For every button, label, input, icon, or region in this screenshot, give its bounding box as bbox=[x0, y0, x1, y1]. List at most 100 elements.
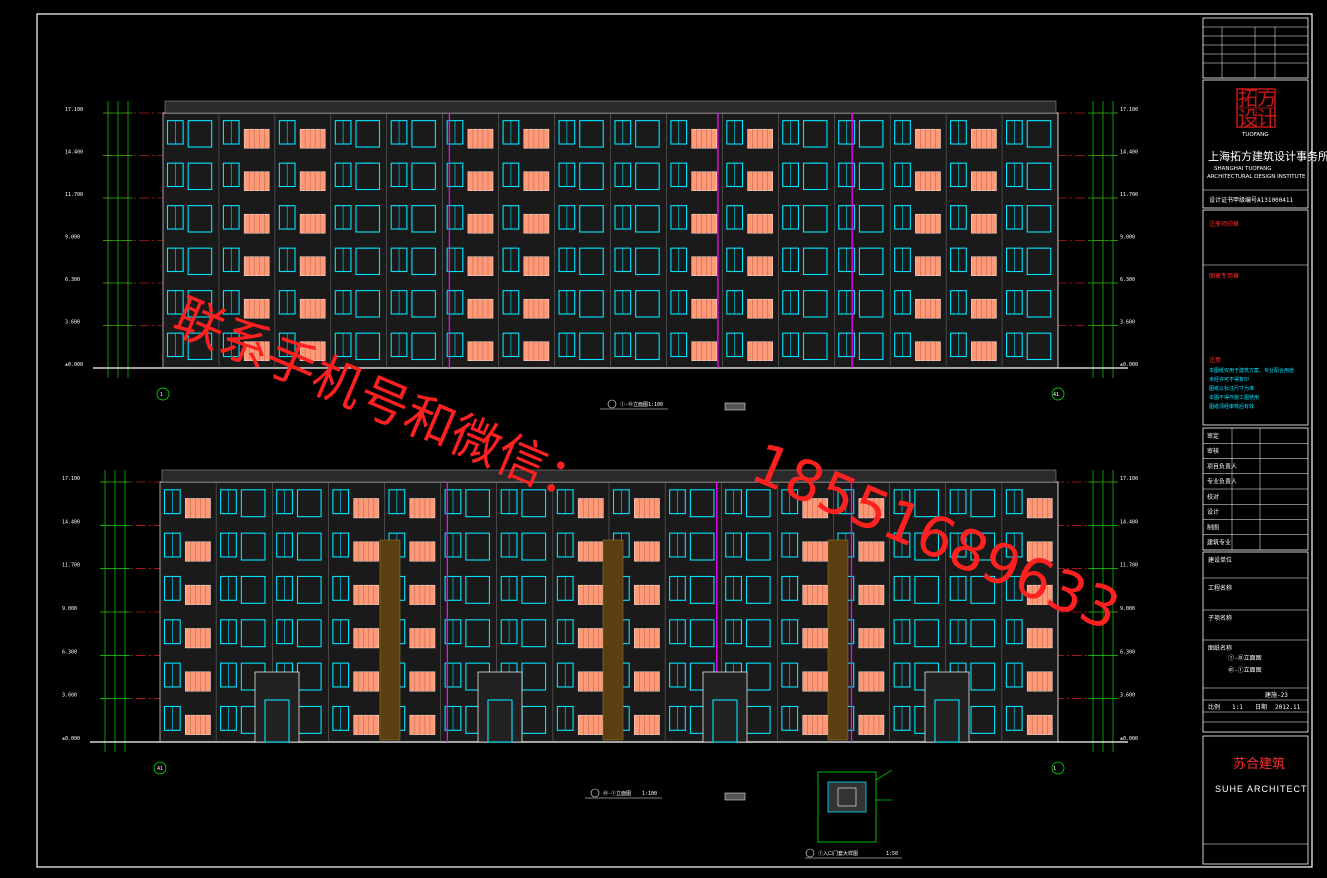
balcony-panel bbox=[1026, 628, 1053, 649]
balcony-panel bbox=[409, 498, 436, 519]
axis-label: 41 bbox=[1053, 392, 1059, 398]
window bbox=[858, 332, 884, 361]
title-block: 拓 方 设 计 TUOFANG 上海拓方建筑设计事务所 SHANGHAI TUO… bbox=[1202, 17, 1327, 865]
drawing-title-2: ㊶-①立面图 bbox=[1228, 666, 1262, 674]
note-5: 图纸须经审核后有效 bbox=[1209, 403, 1254, 410]
window bbox=[914, 489, 940, 518]
level-label: 6.300 bbox=[62, 649, 77, 655]
window bbox=[802, 162, 828, 191]
balcony-panel bbox=[691, 298, 717, 319]
window bbox=[296, 489, 322, 518]
balcony-panel bbox=[747, 298, 773, 319]
balcony-panel bbox=[971, 171, 997, 191]
window bbox=[635, 162, 660, 191]
balcony-panel bbox=[971, 341, 997, 361]
window bbox=[689, 489, 715, 518]
legend-swatch-top bbox=[724, 402, 746, 411]
window bbox=[579, 247, 604, 276]
sheet-frame bbox=[36, 13, 1313, 868]
level-label: 6.300 bbox=[65, 277, 80, 283]
axis-label: 41 bbox=[157, 766, 163, 772]
window bbox=[970, 662, 996, 691]
window bbox=[579, 290, 604, 318]
window bbox=[240, 489, 266, 518]
level-label: ±0.000 bbox=[1120, 362, 1138, 368]
qualification-no: 设计证书甲级编号A131000411 bbox=[1209, 196, 1294, 204]
balcony-panel bbox=[915, 213, 941, 234]
sig-row-label: 专业负责人 bbox=[1207, 478, 1237, 486]
level-label: 3.600 bbox=[65, 320, 80, 326]
balcony-panel bbox=[747, 171, 773, 191]
balcony-panel bbox=[858, 714, 885, 735]
window bbox=[187, 290, 213, 318]
level-label: ±0.000 bbox=[65, 362, 83, 368]
drawing-title-1: ①-㊶立面图 bbox=[1228, 654, 1262, 662]
balcony-panel bbox=[243, 213, 270, 234]
drawing-number: 建施-23 bbox=[1265, 691, 1288, 699]
window bbox=[914, 575, 940, 604]
firm-name-en-2: ARCHITECTURAL DESIGN INSTITUTE bbox=[1207, 174, 1306, 180]
window bbox=[465, 489, 491, 518]
window bbox=[1026, 247, 1052, 276]
balcony-panel bbox=[577, 714, 604, 735]
balcony-panel bbox=[467, 256, 494, 276]
level-label: 17.100 bbox=[1120, 476, 1138, 482]
balcony-panel bbox=[915, 341, 941, 361]
balcony-panel bbox=[243, 256, 270, 276]
axis-bubble bbox=[1051, 761, 1065, 775]
balcony-panel bbox=[858, 498, 885, 519]
balcony-panel bbox=[467, 298, 494, 319]
balcony-panel bbox=[299, 128, 326, 149]
entrance-door bbox=[487, 699, 513, 743]
sig-row-label: 设计 bbox=[1207, 508, 1219, 516]
balcony-panel bbox=[1026, 498, 1053, 519]
window bbox=[802, 205, 828, 233]
balcony-panel bbox=[185, 628, 211, 649]
note-3: 图纸以标注尺寸为准 bbox=[1209, 385, 1254, 392]
entrance-frame bbox=[702, 671, 748, 743]
axis-bubble bbox=[156, 387, 170, 401]
window bbox=[1026, 332, 1052, 361]
balcony-panel bbox=[353, 498, 380, 519]
entrance-detail: ①入口门套大样图 1:50 bbox=[805, 769, 902, 859]
window bbox=[411, 247, 436, 276]
balcony-panel bbox=[971, 256, 997, 276]
sig-row-label: 审定 bbox=[1207, 432, 1219, 440]
balcony-panel bbox=[634, 498, 660, 519]
bottom-title-text: ㊶-①立面图 bbox=[603, 790, 631, 797]
window bbox=[411, 162, 436, 191]
sig-row-label: 建筑专业 bbox=[1207, 539, 1231, 547]
window bbox=[858, 205, 884, 233]
window bbox=[914, 532, 940, 561]
balcony-panel bbox=[971, 213, 997, 234]
window bbox=[187, 332, 213, 361]
balcony-panel bbox=[467, 128, 494, 149]
level-label: 3.600 bbox=[62, 693, 77, 699]
logo-wordmark: TUOFANG bbox=[1241, 132, 1269, 138]
level-label: 11.700 bbox=[1120, 563, 1138, 569]
level-label: 11.700 bbox=[1120, 192, 1138, 198]
window bbox=[970, 532, 996, 561]
firm-name-en-1: SHANGHAI TUOFANG bbox=[1214, 166, 1272, 172]
entrance-frame bbox=[477, 671, 523, 743]
level-label: 3.600 bbox=[1120, 693, 1135, 699]
sig-row-label: 项目负责人 bbox=[1207, 462, 1237, 470]
stair-strip bbox=[827, 539, 849, 741]
window bbox=[411, 290, 436, 318]
balcony-panel bbox=[747, 213, 773, 234]
notes-heading: 注意 bbox=[1209, 356, 1221, 364]
balcony-panel bbox=[523, 298, 550, 319]
balcony-panel bbox=[634, 541, 660, 562]
window bbox=[745, 575, 771, 604]
top-title-scale: 1:100 bbox=[648, 402, 663, 408]
window bbox=[689, 532, 715, 561]
revision-table bbox=[1202, 17, 1309, 79]
sig-row-label: 制图 bbox=[1207, 523, 1219, 531]
window bbox=[411, 205, 436, 233]
stamp-notes-box bbox=[1202, 209, 1309, 426]
firm-logo-box bbox=[1202, 79, 1309, 209]
balcony-panel bbox=[243, 128, 270, 149]
seal-char-1: 拓 bbox=[1238, 86, 1258, 110]
balcony-panel bbox=[185, 714, 211, 735]
